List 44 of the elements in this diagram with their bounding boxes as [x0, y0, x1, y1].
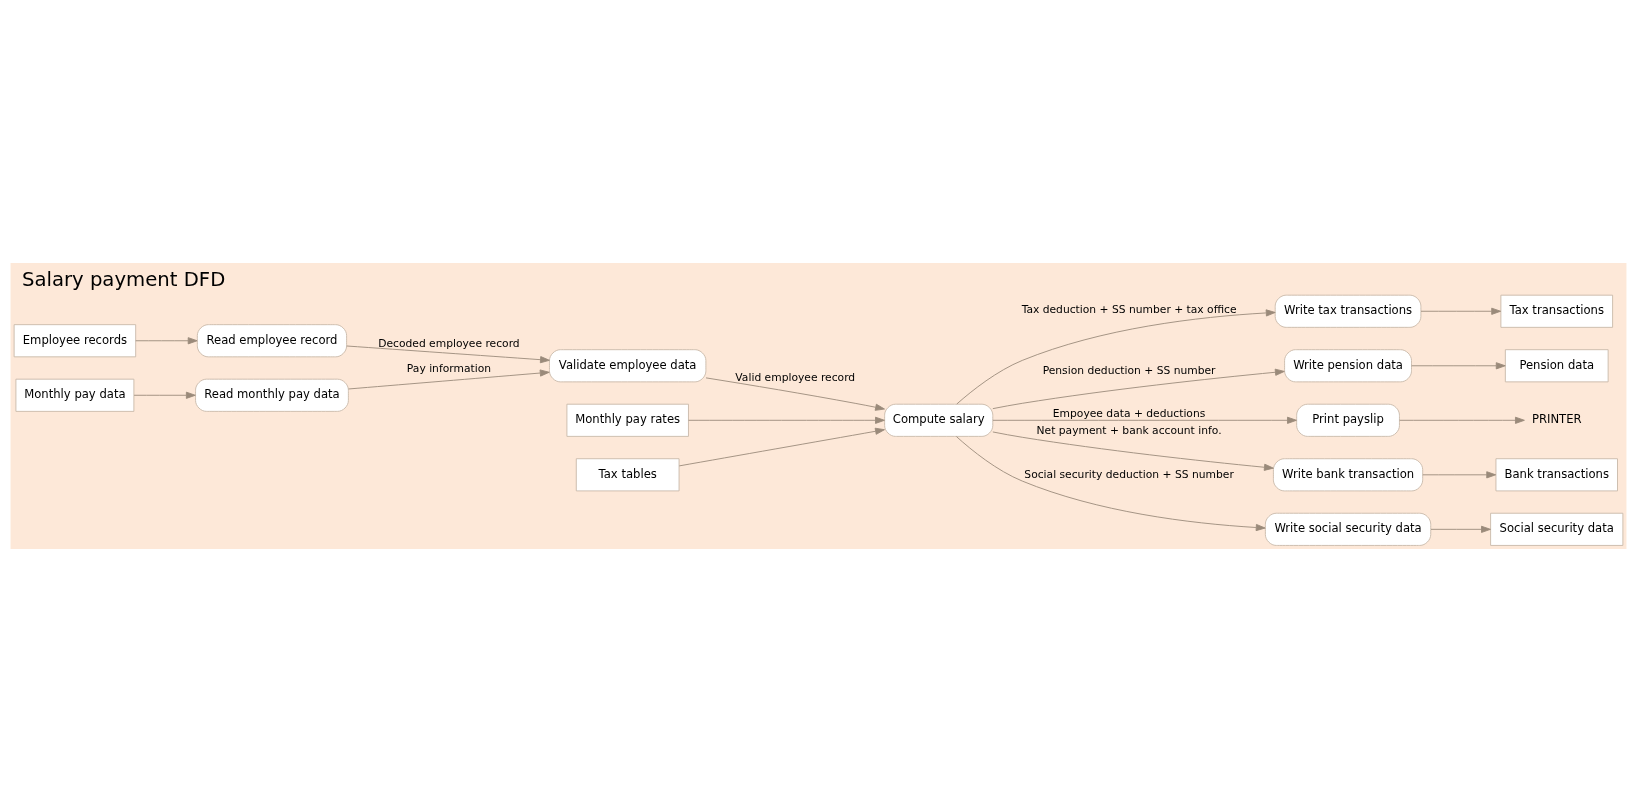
- arrow: [705, 377, 885, 411]
- arrow: [992, 431, 1274, 471]
- node-box: Tax transactions: [1500, 294, 1614, 328]
- node-box: Read monthly pay data: [195, 378, 349, 412]
- arrow: [1399, 416, 1525, 424]
- node-box: Read employee record: [196, 324, 348, 358]
- edge-label: Valid employee record: [735, 370, 856, 384]
- node-box: Monthly pay data: [15, 378, 135, 412]
- arrow: [1422, 471, 1497, 479]
- node-box: Tax tables: [575, 458, 680, 492]
- edge-label: Decoded employee record: [378, 336, 520, 350]
- arrow: [1420, 307, 1502, 315]
- node-box: Employee records: [13, 324, 137, 358]
- arrow: [1430, 525, 1491, 533]
- arrow: [688, 416, 885, 424]
- node-box: Validate employee data: [549, 349, 707, 383]
- node-box: Write tax transactions: [1274, 294, 1422, 328]
- node-box: Print payslip: [1296, 403, 1400, 437]
- edge-label: Pension deduction + SS number: [1042, 364, 1216, 378]
- node-box: Write social security data: [1264, 512, 1432, 546]
- edge-label: Empoyee data + deductions: [1052, 407, 1206, 421]
- node-box: Write pension data: [1284, 349, 1412, 383]
- arrow: [346, 345, 550, 364]
- node-box: Social security data: [1490, 512, 1624, 546]
- node-box: Pension data: [1504, 349, 1609, 383]
- arrow: [348, 369, 550, 390]
- node-box: Write bank transaction: [1272, 458, 1424, 492]
- arrow: [133, 391, 196, 399]
- node-box: Bank transactions: [1495, 458, 1618, 492]
- arrow: [135, 337, 198, 345]
- arrow: [1411, 362, 1506, 370]
- node-box: Monthly pay rates: [566, 403, 689, 437]
- arrow: [992, 416, 1297, 424]
- node-text: PRINTER: [1531, 412, 1582, 427]
- edge-label: Social security deduction + SS number: [1024, 468, 1234, 482]
- arrow: [956, 436, 1266, 532]
- diagram-title: Salary payment DFD: [21, 267, 226, 291]
- arrow: [992, 368, 1285, 410]
- edge-label: Pay information: [406, 361, 492, 375]
- edge-label: Tax deduction + SS number + tax office: [1021, 302, 1237, 316]
- arrow: [956, 309, 1276, 405]
- node-box: Compute salary: [884, 403, 994, 437]
- arrow: [678, 427, 885, 467]
- edge-label: Net payment + bank account info.: [1036, 424, 1222, 438]
